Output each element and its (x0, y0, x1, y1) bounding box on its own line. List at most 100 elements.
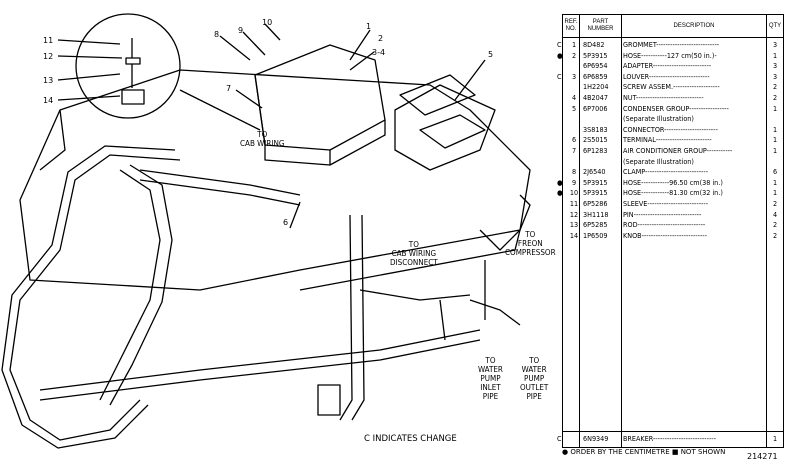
table-row-breaker: C 6N9349 BREAKER------------------------… (557, 433, 783, 444)
header-ref-no: REF. NO. (563, 15, 579, 38)
row-ref-no: 1 (571, 40, 577, 49)
callout-6: 6 (283, 218, 289, 227)
row-part-number: 6P6954 (583, 61, 608, 71)
row-description: ADAPTER------------------------- (623, 61, 712, 71)
row-qty: 1 (772, 177, 778, 187)
row-description: (Separate Illustration) (623, 156, 694, 166)
row-description: PIN----------------------------- (623, 209, 702, 219)
illustration-number: 214271 (747, 452, 778, 461)
callout-2: 2 (378, 34, 384, 43)
row-description: CONDENSER GROUP----------------- (623, 103, 729, 113)
row-mark: ● (557, 188, 563, 198)
row-qty: 6 (772, 167, 778, 177)
row-qty: 1 (772, 124, 778, 134)
row-ref-no: 2 (571, 50, 577, 60)
row-part-number: 5P3915 (583, 188, 608, 198)
row-part-number: 6P7006 (583, 103, 608, 113)
row-description: AIR CONDITIONER GROUP----------- (623, 146, 733, 155)
header-description: DESCRIPTION (622, 15, 766, 38)
row-part-number: 6P6859 (583, 71, 608, 81)
table-row: 13 6P5285 ROD-----------------------------… (563, 219, 783, 230)
row-qty: 4 (772, 209, 778, 219)
row-qty: 1 (772, 103, 778, 113)
row-qty: 2 (772, 230, 778, 240)
row-part-number: 2J6540 (583, 167, 606, 177)
label-to-cab-wiring: TO CAB WIRING (240, 130, 285, 148)
row-part-number: 1P6509 (583, 230, 608, 240)
row-qty: 1 (772, 434, 778, 443)
row-qty: 2 (772, 82, 778, 92)
table-row: (Separate Illustration) (563, 113, 783, 124)
row-ref-no: 11 (569, 199, 579, 208)
row-qty: 1 (772, 146, 778, 155)
row-qty: 3 (772, 71, 778, 81)
label-water-pump-inlet: TO WATER PUMP INLET PIPE (478, 356, 503, 401)
row-ref-no: 4 (571, 93, 577, 102)
row-mark: C (557, 434, 562, 443)
label-water-pump-outlet: TO WATER PUMP OUTLET PIPE (520, 356, 549, 401)
row-part-number: 4B2047 (583, 93, 609, 102)
callout-10: 10 (262, 18, 273, 27)
row-part-number: 5P3915 (583, 50, 608, 60)
callout-5: 5 (488, 50, 494, 59)
row-ref-no: 12 (569, 209, 579, 219)
row-description: GROMMET--------------------------- (623, 40, 720, 49)
row-description: HOSE------------96.50 cm(38 in.) (623, 177, 723, 187)
row-ref-no: 14 (569, 230, 579, 240)
row-ref-no: 10 (569, 188, 579, 198)
row-description: NUT----------------------------- (623, 93, 704, 102)
callout-11: 11 (43, 36, 54, 45)
row-part-number: 8D482 (583, 40, 605, 49)
header-qty: QTY (767, 15, 783, 38)
row-mark: ● (557, 177, 563, 187)
row-mark: C (557, 40, 562, 49)
callout-1: 1 (366, 22, 372, 31)
row-description: BREAKER--------------------------- (623, 434, 716, 443)
row-part-number: 6P5286 (583, 199, 608, 208)
row-ref-no: 7 (571, 146, 577, 155)
table-row: 5 6P7006 CONDENSER GROUP----------------- 1 (563, 103, 783, 114)
header-part-number: PART NUMBER (580, 15, 621, 38)
row-ref-no: 6 (571, 135, 577, 145)
callout-12: 12 (43, 52, 54, 61)
callout-9: 9 (238, 26, 244, 35)
row-part-number: 3H1118 (583, 209, 609, 219)
callout-3-4: 3-4 (372, 48, 386, 57)
row-qty: 2 (772, 93, 778, 102)
row-description: TERMINAL------------------------ (623, 135, 712, 145)
row-part-number: 6N9349 (583, 434, 609, 443)
row-part-number: 1H2204 (583, 82, 609, 92)
row-description: CLAMP--------------------------- (623, 167, 709, 177)
row-description: (Separate Illustration) (623, 114, 694, 124)
row-part-number: 6P5285 (583, 220, 608, 230)
row-qty: 2 (772, 220, 778, 230)
row-ref-no: 9 (571, 177, 577, 187)
row-ref-no: 8 (571, 167, 577, 177)
row-part-number: 3S8183 (583, 124, 608, 134)
row-description: HOSE-----------127 cm(50 in.)- (623, 50, 717, 60)
row-description: CONNECTOR----------------------- (623, 124, 718, 134)
table-row: ● 10 5P3915 HOSE------------81.30 cm(32 in.… (557, 187, 783, 198)
row-ref-no: 3 (571, 71, 577, 81)
row-description: HOSE------------81.30 cm(32 in.) (623, 188, 723, 198)
footnote: ● ORDER BY THE CENTIMETRE ■ NOT SHOWN (562, 448, 726, 456)
row-mark: ● (557, 50, 563, 60)
callout-8: 8 (214, 30, 220, 39)
label-freon-compressor: TO FREON COMPRESSOR (505, 230, 556, 257)
row-ref-no: 5 (571, 103, 577, 113)
row-ref-no: 13 (569, 220, 579, 230)
row-part-number: 2S5015 (583, 135, 608, 145)
row-description: ROD----------------------------- (623, 220, 706, 230)
table-row: (Separate Illustration) (563, 156, 783, 167)
row-qty: 1 (772, 188, 778, 198)
label-to-cab-wiring-disconnect: TO CAB WIRING DISCONNECT (390, 240, 438, 267)
